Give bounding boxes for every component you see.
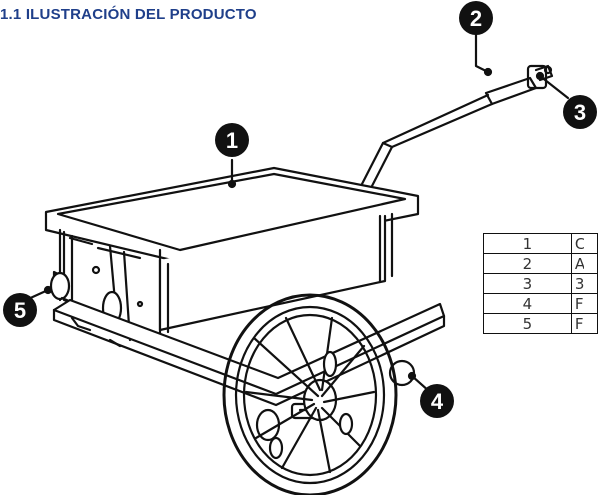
- callout-2-dot: [483, 67, 493, 77]
- part-number: 4: [483, 293, 572, 314]
- wheel: [222, 293, 398, 495]
- table-row: 4 F: [483, 293, 598, 314]
- part-label: A: [575, 255, 584, 273]
- table-row: 1 C: [483, 233, 598, 254]
- part-number: 2: [483, 253, 572, 274]
- callout-1-number: 1: [226, 128, 238, 153]
- table-row: 3 3: [483, 273, 598, 294]
- callout-1-dot: [227, 179, 237, 189]
- part-label: F: [574, 314, 584, 333]
- callout-5-number: 5: [14, 298, 26, 323]
- callout-1: 1: [215, 123, 249, 157]
- table-row: 5 F: [483, 313, 598, 334]
- callout-5: 5: [3, 293, 37, 327]
- callout-2-leader: [474, 26, 490, 74]
- callout-4-number: 4: [431, 389, 444, 414]
- callout-3-number: 3: [574, 100, 586, 125]
- section-heading: 1.1 ILUSTRACIÓN DEL PRODUCTO: [0, 6, 257, 23]
- part-number: 5: [483, 313, 572, 334]
- base-frame: [52, 298, 446, 442]
- callout-5-dot: [43, 285, 53, 295]
- callout-3-leader: [538, 74, 570, 100]
- tow-arm: [360, 64, 554, 188]
- part-label: C: [575, 235, 584, 253]
- callout-3-dot: [535, 71, 545, 81]
- part-number: 1: [483, 233, 572, 254]
- callout-3: 3: [563, 95, 597, 129]
- callout-2-number: 2: [470, 6, 482, 31]
- table-row: 2 A: [483, 253, 598, 274]
- section-title: 1.1 ILUSTRACIÓN DEL PRODUCTO: [0, 6, 257, 23]
- part-number: 3: [483, 273, 572, 294]
- callout-4: 4: [420, 384, 454, 418]
- part-label: F: [574, 294, 584, 313]
- parts-table: 1 C 2 A 3 3 4 F 5 F: [483, 233, 598, 334]
- callout-2: 2: [459, 1, 493, 35]
- part-label: 3: [574, 274, 584, 293]
- callout-4-dot: [407, 371, 417, 381]
- cargo-box: [44, 166, 420, 342]
